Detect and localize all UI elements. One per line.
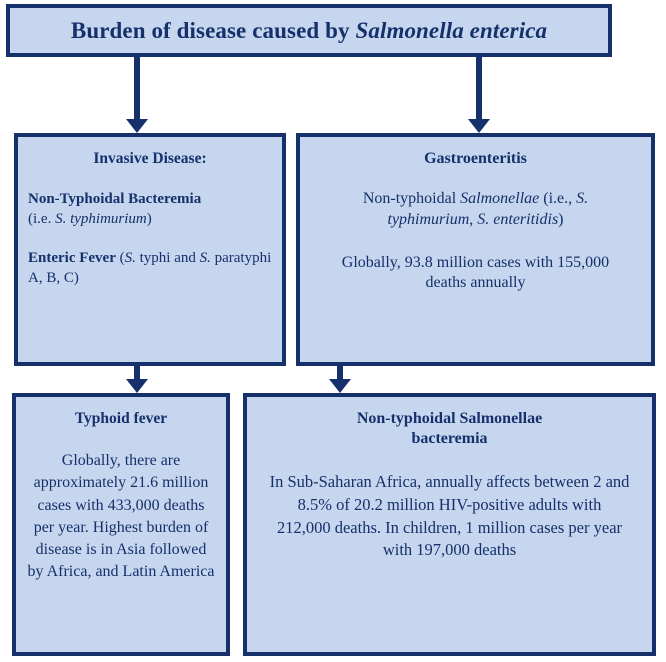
connector-title-to-invasive-line	[134, 57, 140, 119]
connector-title-to-gastroenteritis-arrowhead	[468, 119, 490, 133]
invasive-nts-pre: (i.e.	[28, 210, 56, 227]
invasive-enteric-post: paratyphi A, B, C)	[28, 250, 272, 286]
connector-invasive-to-nts-arrowhead	[329, 379, 351, 393]
connector-title-to-gastroenteritis-line	[476, 57, 482, 119]
typhoid-fever-heading: Typhoid fever	[74, 410, 168, 427]
typhoid-fever-box: Typhoid fever Globally, there are approx…	[12, 393, 230, 656]
gastro-para1-pre: Non-typhoidal	[362, 190, 461, 207]
nts-bacteremia-heading: Non-typhoidal Salmonellae bacteremia	[356, 410, 543, 447]
invasive-nts-bold: Non-Typhoidal Bacteremia	[28, 191, 202, 208]
invasive-nts-post: )	[146, 210, 152, 227]
connector-invasive-to-typhoid-line	[134, 366, 140, 381]
invasive-enteric-mid: typhi and	[135, 250, 200, 267]
nts-bacteremia-content: Non-typhoidal Salmonellae bacteremia In …	[247, 397, 652, 568]
gastroenteritis-burden: Globally, 93.8 million cases with 155,00…	[341, 253, 610, 292]
page-title: Burden of disease caused by Salmonella e…	[71, 18, 547, 43]
gastroenteritis-box: Gastroenteritis Non-typhoidal Salmonella…	[296, 133, 655, 366]
title-text-italic: Salmonella enterica	[355, 17, 548, 43]
gastro-para1-mid2: ,	[469, 210, 478, 228]
nts-bacteremia-box: Non-typhoidal Salmonellae bacteremia In …	[243, 393, 656, 656]
gastroenteritis-organisms: Non-typhoidal Salmonellae (i.e., S. typh…	[310, 189, 641, 231]
invasive-enteric-bold: Enteric Fever	[28, 250, 116, 267]
invasive-enteric-pre: (	[115, 250, 125, 267]
connector-title-to-invasive-arrowhead	[126, 119, 148, 133]
gastroenteritis-content: Gastroenteritis Non-typhoidal Salmonella…	[300, 137, 651, 300]
connector-invasive-to-nts-line	[337, 366, 343, 381]
gastroenteritis-heading: Gastroenteritis	[424, 150, 527, 167]
gastro-para1-italic-c: S. enteritidis	[477, 210, 559, 228]
title-box: Burden of disease caused by Salmonella e…	[6, 4, 612, 57]
invasive-disease-content: Invasive Disease: Non-Typhoidal Bacterem…	[18, 137, 282, 294]
invasive-disease-enteric-line: Enteric Fever (S. typhi and S. paratyphi…	[28, 249, 272, 288]
nts-bacteremia-body: In Sub-Saharan Africa, annually affects …	[269, 472, 630, 560]
typhoid-fever-content: Typhoid fever Globally, there are approx…	[16, 397, 226, 589]
gastro-para1-post: )	[558, 210, 564, 228]
gastro-para1-italic-a: Salmonellae	[460, 190, 540, 207]
invasive-nts-italic: S. typhimurium	[55, 210, 147, 227]
gastro-para1-mid: (i.e.,	[539, 190, 577, 207]
title-text-normal: Burden of disease caused by	[70, 17, 356, 43]
invasive-disease-box: Invasive Disease: Non-Typhoidal Bacterem…	[14, 133, 286, 366]
gastro-para1-italic-b: S. typhimurium	[387, 190, 589, 228]
invasive-disease-heading: Invasive Disease:	[93, 150, 207, 167]
invasive-disease-nts-line: Non-Typhoidal Bacteremia (i.e. S. typhim…	[28, 190, 272, 229]
invasive-enteric-italic-a: S.	[124, 250, 136, 267]
typhoid-fever-body: Globally, there are approximately 21.6 m…	[27, 452, 215, 580]
invasive-enteric-italic-b: S.	[199, 250, 211, 267]
connector-invasive-to-typhoid-arrowhead	[126, 379, 148, 393]
